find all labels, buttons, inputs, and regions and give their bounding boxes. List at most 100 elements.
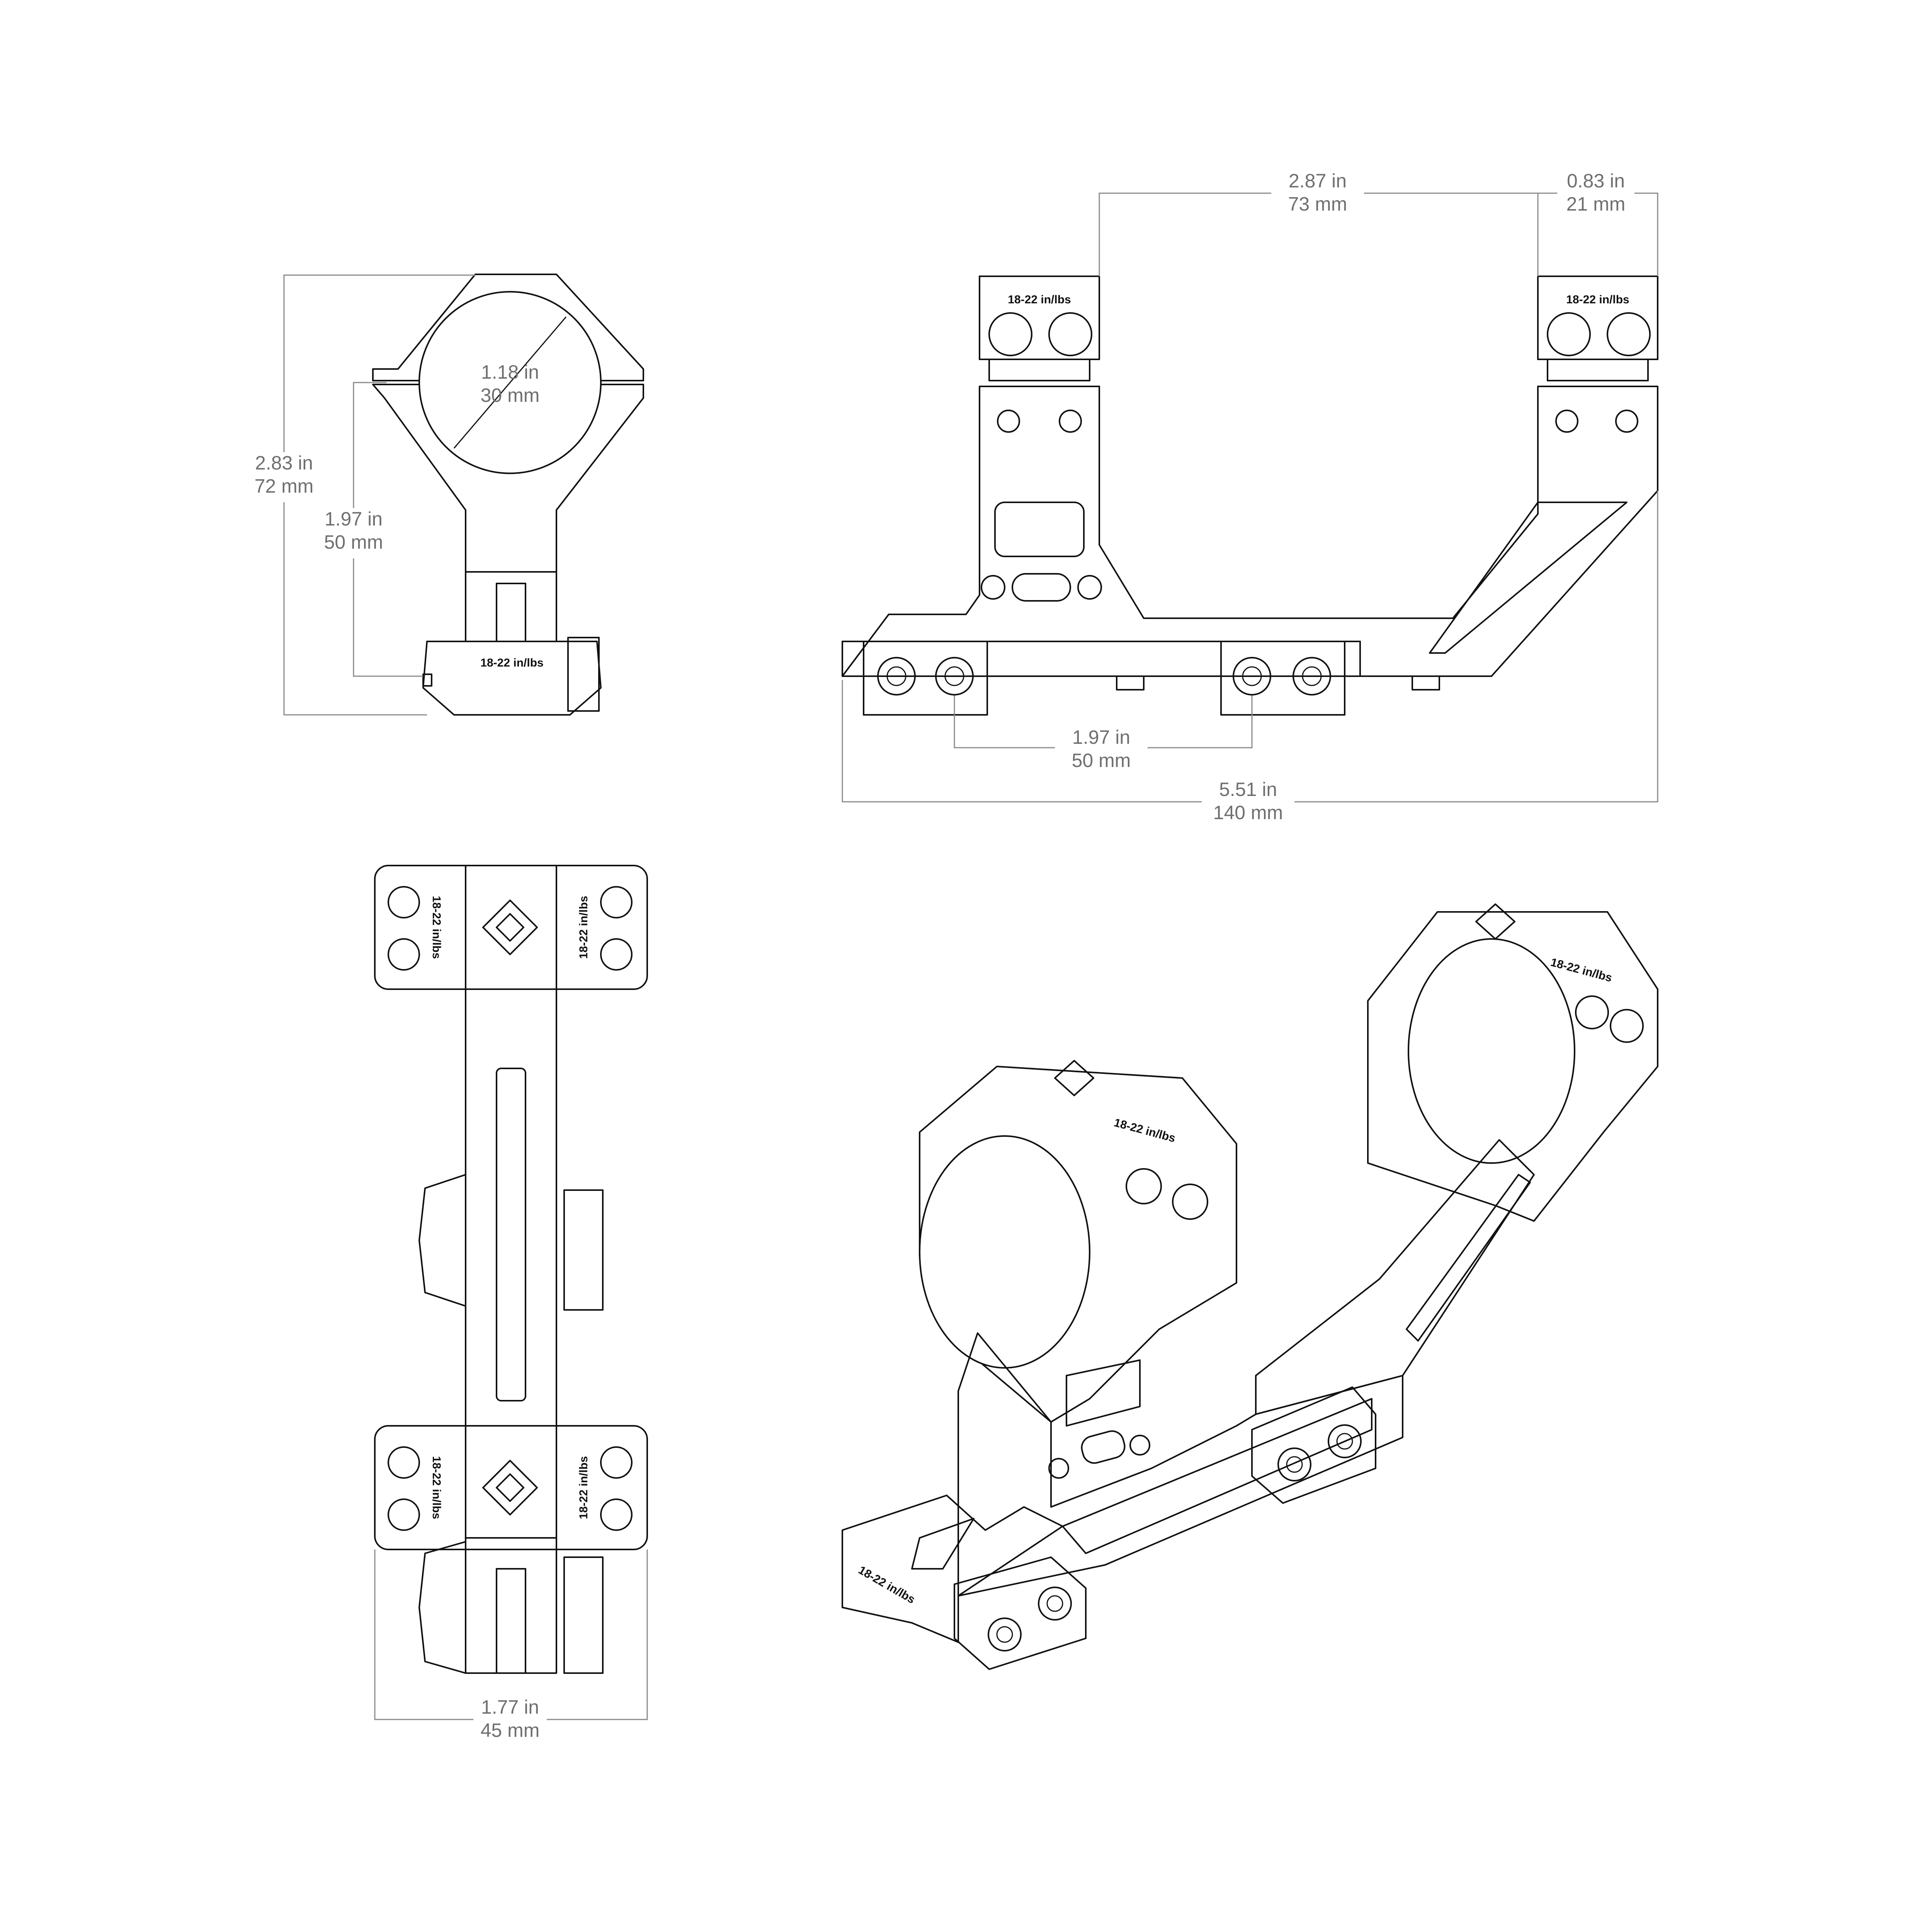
front-riser-slot [496,583,526,642]
side-left-cap-screw-hole-2 [1048,312,1092,356]
iso-rear-torque-label: 18-22 in/lbs [1549,956,1613,985]
front-center-height-mm: 50 mm [324,531,383,553]
iso-front-cap-screw-2 [1172,1184,1208,1220]
iso-front-clamp-screw-1 [988,1617,1022,1651]
top-rear-riser [465,1537,557,1674]
side-clamp-screw-3-socket [1242,666,1262,686]
top-front-logo-mark [482,900,538,955]
side-left-clamp [863,641,988,716]
iso-front-cap-screw-1 [1126,1168,1162,1204]
side-recoil-lug-2 [1412,675,1440,690]
side-riser-slot [1012,573,1071,602]
top-base-width-dim-line [374,1549,648,1720]
top-view: 18-22 in/lbs 18-22 in/lbs 18-22 in/lbs 1… [374,865,648,1747]
top-rear-right-jaw [563,1556,604,1674]
top-front-torque-label-left: 18-22 in/lbs [430,896,443,959]
side-clamp-screw-3 [1233,657,1271,696]
front-overall-height-mm: 72 mm [255,475,314,497]
top-rear-cap-screw-3 [600,1446,633,1479]
side-right-torque-label: 18-22 in/lbs [1566,293,1629,306]
side-riser-hole-right [1077,575,1102,600]
front-clamp-body [422,641,602,716]
front-clamp-screw [422,673,432,687]
top-rear-riser-slot [496,1568,526,1674]
side-recoil-lug-1 [1116,675,1145,690]
top-rear-logo-mark [482,1460,538,1515]
side-left-cap-screw-hole-1 [988,312,1032,356]
iso-rear-clamp-screw-1-socket [1286,1456,1303,1473]
side-right-clamp [1220,641,1345,716]
side-ring-width-in: 0.83 in [1567,170,1625,192]
top-rear-clamp [418,1541,466,1674]
side-arm-slot [1429,502,1628,654]
side-ring-spacing-in: 2.87 in [1289,170,1347,192]
side-riser-window [994,502,1085,557]
side-right-cap-screw-hole-2 [1607,312,1651,356]
side-clamp-spacing-in: 1.97 in [1072,726,1130,748]
iso-riser-slot [1081,1430,1126,1464]
iso-rear-ring-bore [1408,938,1575,1164]
top-left-clamp [418,1174,466,1307]
top-front-torque-label-right: 18-22 in/lbs [577,896,590,959]
side-ring-width-mm: 21 mm [1566,193,1626,215]
side-clamp-spacing-mm: 50 mm [1072,750,1131,771]
front-overall-height-text-bg [247,452,321,502]
top-front-cap-screw-1 [388,886,420,918]
iso-base-torque-label: 18-22 in/lbs [856,1564,917,1606]
iso-rear-ring-body [1367,911,1658,1222]
iso-front-base [842,1495,1063,1643]
top-front-cap-screw-3 [600,886,633,918]
top-front-ring-cap [374,865,648,990]
front-bore-diameter-leader [453,316,567,449]
side-right-lower-hole-1 [1555,410,1578,433]
front-ring-diameter-mm: 30 mm [481,384,540,406]
iso-front-clamp-screw-2 [1038,1587,1072,1621]
side-ring-spacing-mm: 73 mm [1288,193,1347,215]
side-clamp-screw-4-socket [1302,666,1322,686]
top-rear-cap-screw-2 [388,1498,420,1531]
side-overall-length-dim-line [842,491,1658,803]
side-overall-length-text-bg [1202,779,1294,829]
iso-front-torque-label: 18-22 in/lbs [1112,1116,1177,1145]
iso-arm-slot [1406,1174,1531,1342]
top-base-width-in: 1.77 in [481,1696,539,1718]
front-center-height-in: 1.97 in [325,508,383,530]
side-ring-width-text-bg [1557,170,1634,220]
side-left-lower-hole-1 [997,410,1020,433]
side-clamp-screw-1 [877,657,916,696]
front-overall-height-in: 2.83 in [255,452,313,474]
iso-rear-cap-screw-2 [1610,1009,1644,1043]
front-ring-top-cap [372,274,644,381]
side-right-ring-split [1547,359,1649,381]
side-left-lower-hole-2 [1059,410,1082,433]
side-clamp-spacing-text-bg [1055,726,1148,777]
iso-front-clamp [954,1556,1087,1670]
top-base-width-mm: 45 mm [481,1719,540,1741]
top-rear-ring-cap [374,1425,648,1550]
side-left-torque-label: 18-22 in/lbs [1008,293,1071,306]
iso-arm [1255,1139,1535,1415]
iso-rear-cap-screw-1 [1575,995,1609,1029]
front-center-height-text-bg [317,508,390,558]
iso-rear-clamp-screw-2 [1328,1424,1362,1458]
iso-rear-clamp [1251,1386,1376,1504]
side-right-cap-screw-hole-1 [1547,312,1591,356]
iso-front-ring-bore [919,1135,1090,1369]
iso-rear-clamp-screw-2-socket [1336,1433,1353,1450]
side-clamp-screw-2-socket [944,666,964,686]
iso-riser-window [1066,1359,1141,1427]
side-left-ring-split [988,359,1090,381]
iso-front-base-notch [911,1518,975,1570]
side-clamp-screw-2 [935,657,974,696]
front-riser [465,571,557,642]
top-rear-torque-label-right: 18-22 in/lbs [577,1456,590,1519]
side-clamp-screw-1-socket [886,666,906,686]
side-overall-length-in: 5.51 in [1219,779,1277,800]
side-ring-spacing-text-bg [1271,170,1364,220]
iso-riser-hole-right [1129,1435,1150,1456]
side-right-lower-hole-2 [1615,410,1638,433]
front-view: 18-22 in/lbs 2.83 in 72 mm 1.97 in 50 mm… [247,274,644,716]
iso-riser-hole-left [1048,1458,1069,1479]
